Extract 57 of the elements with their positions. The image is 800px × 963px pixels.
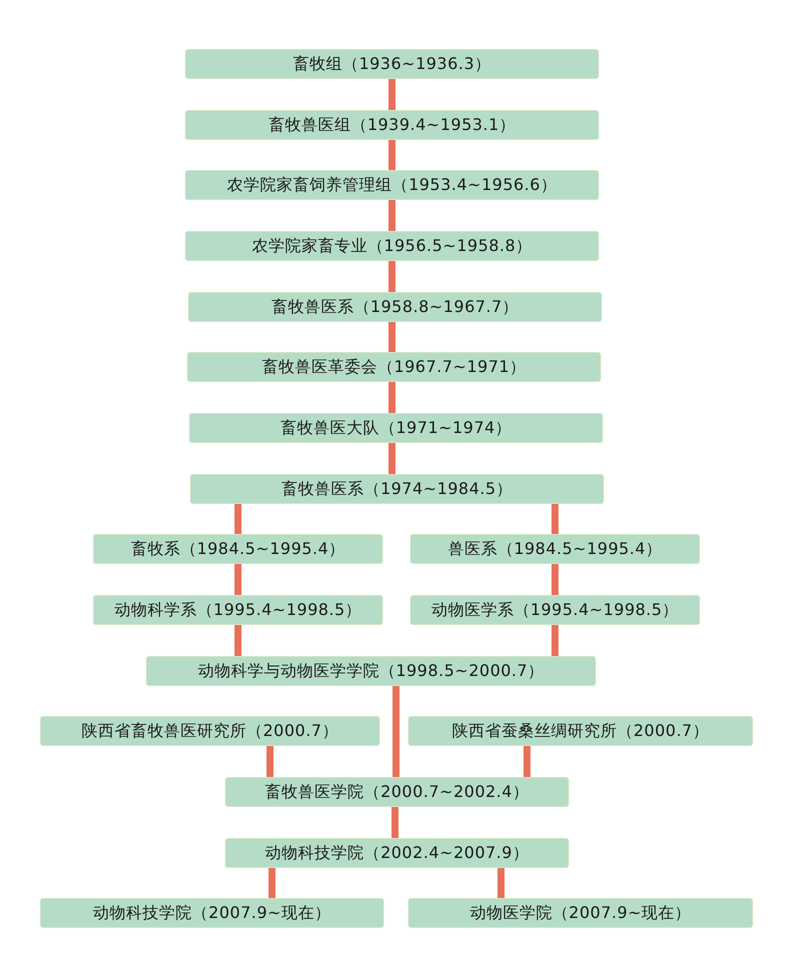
stage-label: 动物科技学院（2002.4~2007.9） <box>265 842 529 864</box>
stage-box <box>225 777 569 807</box>
connector-line <box>388 261 396 292</box>
connector-line <box>388 79 396 110</box>
stage-box <box>185 170 599 200</box>
stage-box <box>410 595 700 625</box>
connector-line <box>268 868 276 898</box>
connector-line <box>552 625 558 656</box>
stage-box <box>187 352 601 382</box>
stage-box <box>410 534 700 564</box>
connector-line <box>498 868 504 898</box>
stage-label: 畜牧兽医学院（2000.7~2002.4） <box>265 782 529 802</box>
stage-label: 畜牧兽医系（1958.8~1967.7） <box>271 296 519 318</box>
stage-label: 陕西省蚕桑丝绸研究所（2000.7） <box>452 720 709 742</box>
connector-line <box>392 686 400 777</box>
stage-box <box>188 292 602 322</box>
connector-line <box>234 504 242 534</box>
connector-line <box>388 322 396 352</box>
stage-box <box>189 413 603 443</box>
connector-line <box>388 382 396 413</box>
connector-line <box>552 564 558 595</box>
stage-label: 陕西省畜牧兽医研究所（2000.7） <box>82 720 338 742</box>
connector-line <box>524 746 530 777</box>
stage-label: 农学院家畜专业（1956.5~1958.8） <box>252 236 532 256</box>
stage-box <box>225 838 569 868</box>
stage-label: 动物医学院（2007.9~现在） <box>470 902 692 924</box>
connector-line <box>388 443 396 474</box>
stage-box <box>93 595 383 625</box>
connector-line <box>388 200 396 231</box>
stage-label: 动物科技学院（2007.9~现在） <box>93 902 331 924</box>
stage-label: 畜牧兽医大队（1971~1974） <box>280 418 512 438</box>
stage-label: 兽医系（1984.5~1995.4） <box>448 538 662 560</box>
connector-line <box>266 746 274 777</box>
stage-label: 动物医学系（1995.4~1998.5） <box>431 600 679 620</box>
connector-line <box>234 564 242 595</box>
stage-label: 动物科学与动物医学学院（1998.5~2000.7） <box>198 660 544 682</box>
stage-label: 动物科学系（1995.4~1998.5） <box>114 600 362 620</box>
stage-box <box>185 110 599 140</box>
stage-box <box>93 534 383 564</box>
stage-box <box>185 231 599 261</box>
connector-line <box>552 504 558 534</box>
stage-box <box>408 716 753 746</box>
stage-label: 农学院家畜饲养管理组（1953.4~1956.6） <box>227 174 557 196</box>
stage-label: 畜牧兽医系（1974~1984.5） <box>281 478 513 500</box>
stage-box <box>40 898 384 928</box>
stage-label: 畜牧系（1984.5~1995.4） <box>130 538 346 560</box>
stage-label: 畜牧组（1936~1936.3） <box>292 54 492 74</box>
stage-box <box>185 49 599 79</box>
stage-label: 畜牧兽医组（1939.4~1953.1） <box>268 114 516 136</box>
stage-box <box>40 716 380 746</box>
connector-line <box>234 625 242 656</box>
connector-line <box>388 140 396 170</box>
stage-box <box>408 898 753 928</box>
stage-box <box>146 656 596 686</box>
stage-box <box>190 474 604 504</box>
stage-label: 畜牧兽医革委会（1967.7~1971） <box>262 356 526 378</box>
connector-line <box>392 807 398 838</box>
